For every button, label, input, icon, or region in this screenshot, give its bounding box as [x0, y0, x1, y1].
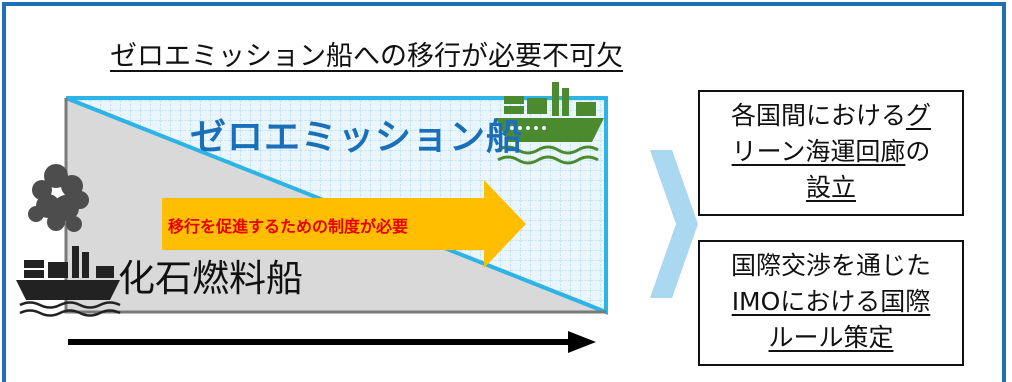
- imo-line3: ルール策定: [700, 320, 962, 356]
- green-ship-icon: [496, 82, 604, 142]
- fossil-fuel-ship-label: 化石燃料船: [118, 257, 303, 300]
- imo-line2: IMOにおける国際: [700, 284, 962, 320]
- green-corridor-line3: 設立: [700, 170, 962, 206]
- green-corridor-line2: リーン海運回廊の: [700, 134, 962, 170]
- green-corridor-line1: 各国間におけるグ: [700, 98, 962, 134]
- promotion-label: 移行を促進するための制度が必要: [168, 217, 409, 236]
- imo-line2-underlined: IMOにおける国際: [731, 287, 931, 316]
- imo-line1: 国際交渉を通じた: [730, 251, 931, 280]
- waves-icon: [19, 301, 121, 317]
- imo-rules-box: 国際交渉を通じた IMOにおける国際 ルール策定: [698, 240, 964, 366]
- green-corridor-box: 各国間におけるグ リーン海運回廊の 設立: [698, 90, 964, 216]
- green-corridor-line1-text: 各国間における: [730, 101, 906, 130]
- green-corridor-line3-underlined: 設立: [805, 173, 856, 202]
- smoke-cloud-icon: [28, 164, 89, 232]
- green-corridor-line2-underlined: リーン海運回廊: [731, 137, 906, 166]
- transition-diagram: [16, 82, 698, 353]
- green-corridor-line1-underlined: グ: [906, 101, 932, 130]
- green-corridor-line2-text: の: [905, 137, 931, 166]
- fossil-ship-icon: [16, 246, 120, 300]
- green-waves-icon: [497, 145, 599, 165]
- diagram-title: ゼロエミッション船への移行が必要不可欠: [110, 41, 623, 72]
- zero-emission-ship-label: ゼロエミッション船: [190, 117, 524, 158]
- promotion-arrow: [162, 180, 526, 268]
- time-arrow-icon: [68, 331, 596, 353]
- imo-line3-underlined: ルール策定: [768, 323, 894, 352]
- big-right-arrow: [650, 150, 698, 298]
